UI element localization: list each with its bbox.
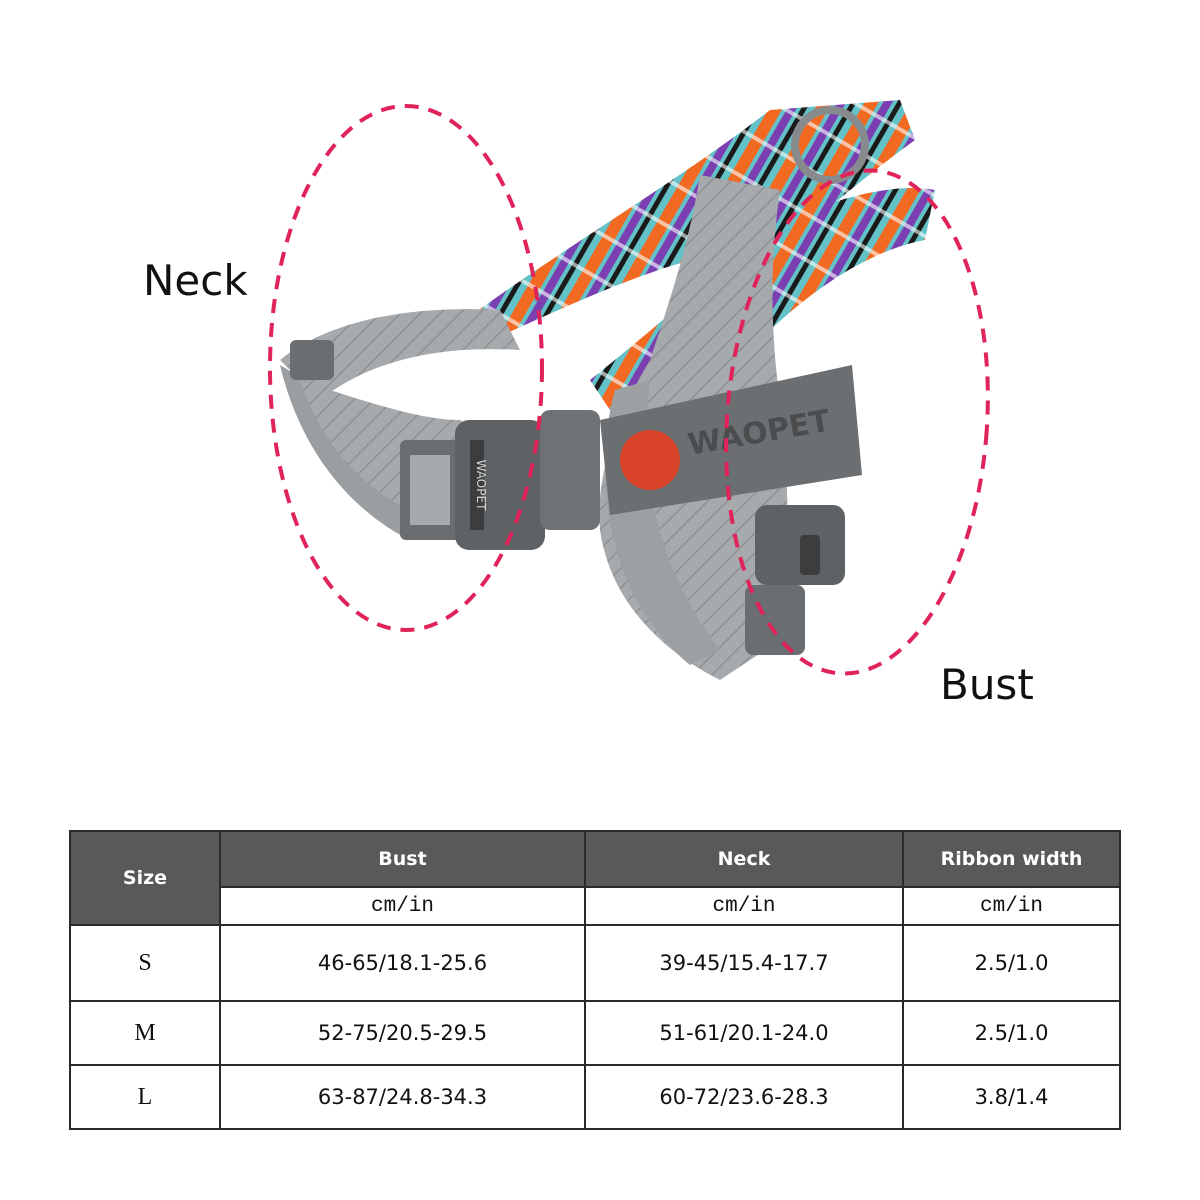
neck-label: Neck bbox=[143, 256, 248, 305]
size-header: Size bbox=[69, 830, 221, 926]
neck-unit: cm/in bbox=[584, 886, 904, 926]
side-buckle bbox=[745, 106, 869, 655]
main-buckle: WAOPET bbox=[400, 410, 600, 550]
bust-unit: cm/in bbox=[219, 886, 586, 926]
ribbon-cell: 3.8/1.4 bbox=[902, 1064, 1121, 1130]
brand-patch: WAOPET bbox=[600, 365, 862, 515]
bust-cell: 52-75/20.5-29.5 bbox=[219, 1000, 586, 1066]
bust-cell: 63-87/24.8-34.3 bbox=[219, 1064, 586, 1130]
table-header-row: Size Bust Neck Ribbon width bbox=[69, 830, 1121, 926]
size-cell: M bbox=[69, 1000, 221, 1066]
svg-text:WAOPET: WAOPET bbox=[474, 460, 488, 511]
size-cell: L bbox=[69, 1064, 221, 1130]
ribbon-cell: 2.5/1.0 bbox=[902, 924, 1121, 1002]
table-row: S 46-65/18.1-25.6 39-45/15.4-17.7 2.5/1.… bbox=[69, 924, 1121, 1002]
neck-cell: 51-61/20.1-24.0 bbox=[584, 1000, 904, 1066]
table-row: M 52-75/20.5-29.5 51-61/20.1-24.0 2.5/1.… bbox=[69, 1000, 1121, 1066]
unit-row: cm/in cm/in cm/in bbox=[70, 886, 1121, 926]
neck-header: Neck bbox=[584, 830, 904, 888]
ribbon-cell: 2.5/1.0 bbox=[902, 1000, 1121, 1066]
table-row: L 63-87/24.8-34.3 60-72/23.6-28.3 3.8/1.… bbox=[69, 1064, 1121, 1130]
size-chart-table: Size Bust Neck Ribbon width cm/in cm/in … bbox=[69, 830, 1121, 1130]
ribbon-unit: cm/in bbox=[902, 886, 1121, 926]
bust-highlight-ellipse bbox=[724, 168, 990, 676]
harness-illustration: WAOPET WAOPET bbox=[268, 100, 990, 680]
neck-cell: 60-72/23.6-28.3 bbox=[584, 1064, 904, 1130]
bust-header: Bust bbox=[219, 830, 586, 888]
ribbon-width-header: Ribbon width bbox=[902, 830, 1121, 888]
neck-highlight-ellipse bbox=[268, 104, 544, 632]
size-cell: S bbox=[69, 924, 221, 1002]
bust-cell: 46-65/18.1-25.6 bbox=[219, 924, 586, 1002]
neck-cell: 39-45/15.4-17.7 bbox=[584, 924, 904, 1002]
bust-label: Bust bbox=[940, 660, 1034, 709]
